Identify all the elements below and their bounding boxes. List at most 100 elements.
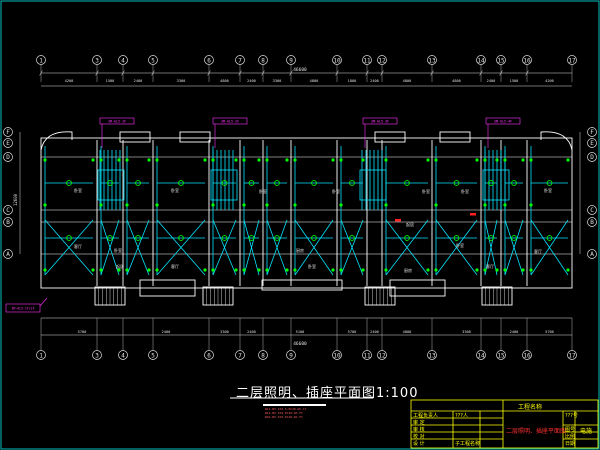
red-fixture — [470, 213, 476, 216]
dimension-segment-top: 4800 — [220, 79, 229, 83]
axis-bubble-top — [118, 55, 128, 65]
socket-outlet — [495, 158, 499, 162]
socket-outlet — [91, 268, 95, 272]
electrical-wiring — [44, 146, 569, 276]
dimension-tick — [238, 70, 242, 76]
axis-bubble-left — [3, 127, 13, 137]
room-label: 卧室 — [259, 188, 267, 194]
light-fixture — [311, 235, 317, 241]
axis-label-bottom: 3 — [95, 353, 99, 360]
socket-outlet — [265, 158, 269, 162]
axis-label-bottom: 12 — [378, 353, 386, 360]
side-tag-box — [5, 303, 41, 313]
wire-diagonal — [530, 219, 569, 276]
axis-bubble-left — [3, 138, 13, 148]
dimension-segment-bottom: 2400 — [510, 330, 519, 334]
socket-outlet — [285, 268, 289, 272]
tb-stamp: 电施 — [580, 428, 593, 435]
axis-label-top: 17 — [568, 58, 576, 65]
socket-outlet — [483, 268, 487, 272]
light-fixture — [488, 235, 494, 241]
tb-row-2: 审 定 — [413, 420, 425, 426]
axis-label-bottom: 5 — [151, 353, 155, 360]
socket-outlet — [147, 158, 151, 162]
axis-label-top: 1 — [39, 58, 43, 65]
axis-label-top: 3 — [95, 58, 99, 65]
axis-bubble-bottom — [92, 350, 102, 360]
light-fixture — [311, 180, 317, 186]
axis-bubble-top — [427, 55, 437, 65]
red-fixture — [395, 219, 401, 222]
socket-outlet — [503, 268, 507, 272]
dimension-tick — [261, 70, 265, 76]
socket-outlet — [147, 268, 151, 272]
axis-label-bottom: 16 — [523, 353, 531, 360]
axis-bubble-top — [235, 55, 245, 65]
room-labels: 卧室卧室卧室卧室厨房厨房客厅客厅客厅客厅卧室卧室卧室卧室起居起居卧室卧室 — [74, 187, 552, 273]
axis-label-bottom: 6 — [207, 353, 211, 360]
socket-outlet — [257, 268, 261, 272]
dimension-segment-bottom: 5700 — [545, 330, 554, 334]
room-label: 卧室 — [171, 187, 179, 193]
dimension-segment-bottom: 2400 — [162, 330, 171, 334]
socket-outlet — [242, 268, 246, 272]
light-fixture — [135, 180, 141, 186]
axis-bubble-top — [204, 55, 214, 65]
light-fixture — [66, 235, 72, 241]
wall-curve — [40, 131, 73, 151]
wire-diagonal — [44, 219, 94, 276]
dimension-segment-bottom: 2400 — [370, 330, 379, 334]
socket-outlet — [483, 158, 487, 162]
dimension-segment-top: 1800 — [348, 79, 357, 83]
light-fixture — [274, 235, 280, 241]
light-fixture — [511, 235, 517, 241]
axis-label-top: 6 — [207, 58, 211, 65]
socket-outlet — [339, 203, 343, 207]
socket-outlet — [529, 203, 533, 207]
drawing-title: 二层照明、插座平面图1:100 — [236, 386, 419, 401]
axis-bubble-bottom — [286, 350, 296, 360]
socket-outlet — [475, 158, 479, 162]
socket-outlet — [566, 268, 570, 272]
axis-label-left: D — [6, 154, 10, 161]
bay-window-top — [179, 131, 211, 143]
dimension-segment-bottom: 5700 — [78, 330, 87, 334]
axis-bubble-top — [258, 55, 268, 65]
room-label: 卧室 — [456, 242, 464, 248]
light-fixture — [107, 235, 113, 241]
axis-bubble-top — [567, 55, 577, 65]
tb-label-scale: 比例 — [565, 434, 576, 440]
socket-outlet — [242, 203, 246, 207]
dimension-segment-top: 4800 — [403, 79, 412, 83]
axis-bubble-top — [362, 55, 372, 65]
room-label: 卧室 — [308, 263, 316, 269]
building-outline — [40, 137, 573, 289]
wire-diagonal — [126, 219, 150, 276]
axis-bubble-top — [332, 55, 342, 65]
stair-core — [210, 169, 238, 201]
wire-diagonal — [435, 219, 478, 276]
socket-outlet — [475, 268, 479, 272]
socket-outlet — [529, 268, 533, 272]
socket-outlet — [99, 203, 103, 207]
socket-outlet — [426, 158, 430, 162]
axis-bubble-bottom — [522, 350, 532, 360]
wiring-note-3: WX2-BV-3X4-PC20-WC.FC — [265, 415, 303, 419]
socket-outlet — [43, 203, 47, 207]
dimension-tick — [95, 70, 99, 76]
axis-label-top: 8 — [261, 58, 265, 65]
axis-label-top: 5 — [151, 58, 155, 65]
socket-outlet — [434, 158, 438, 162]
axis-label-top: 14 — [477, 58, 485, 65]
panel-tag-label: 3M-AL5-4F — [494, 120, 512, 124]
socket-outlet — [331, 158, 335, 162]
axis-label-bottom: 7 — [238, 353, 242, 360]
light-fixture — [349, 235, 355, 241]
bay-window-top — [439, 131, 471, 143]
dimension-segment-top: 3300 — [273, 79, 282, 83]
axis-bubble-bottom — [377, 350, 387, 360]
socket-outlet — [125, 203, 129, 207]
axis-label-left: C — [6, 207, 10, 214]
